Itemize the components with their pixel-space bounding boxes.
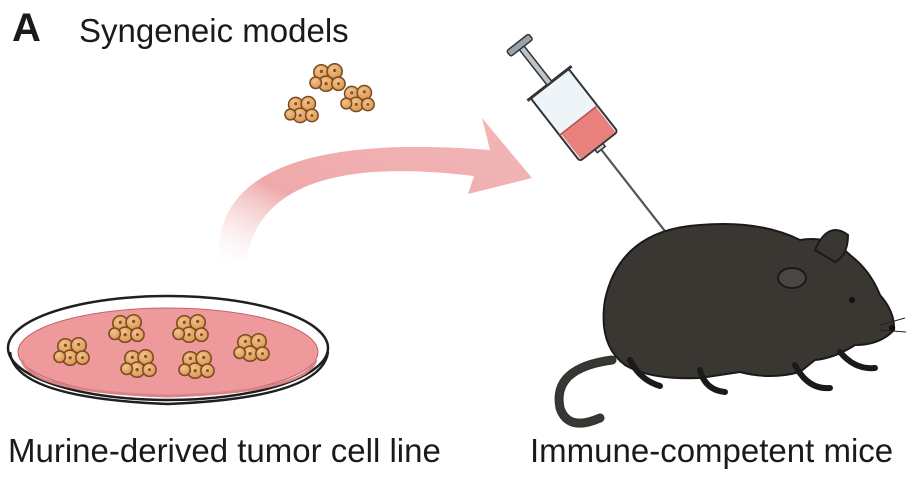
tumor-cell-cluster-icon [172, 313, 209, 344]
tumor-cell-cluster-icon [233, 332, 270, 363]
tumor-cell-cluster-icon [284, 95, 319, 124]
mouse-icon [554, 223, 907, 428]
tumor-cell-cluster-icon [309, 62, 346, 93]
floating-cells-icon [284, 62, 375, 124]
tumor-cell-cluster-icon [108, 313, 145, 344]
mice-label: Immune-competent mice [530, 432, 894, 469]
tumor-cell-cluster-icon [53, 336, 90, 367]
cell-line-label: Murine-derived tumor cell line [8, 432, 441, 469]
syringe-icon [506, 33, 674, 242]
curved-arrow-icon [217, 118, 533, 262]
petri-dish-icon [6, 294, 330, 406]
tumor-cell-cluster-icon [340, 84, 375, 113]
tumor-cell-cluster-icon [120, 348, 157, 379]
panel-title: Syngeneic models [79, 12, 349, 49]
tumor-cell-cluster-icon [178, 349, 215, 380]
panel-letter: A [12, 6, 41, 50]
